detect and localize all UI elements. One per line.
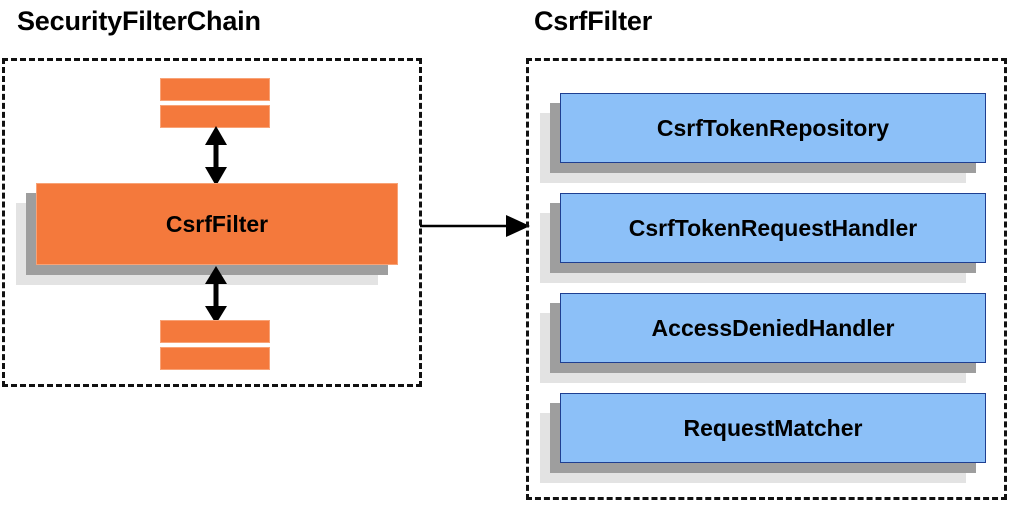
box-request-matcher-label: RequestMatcher [683,414,863,441]
bidirectional-arrow-up [205,126,227,186]
page-title-csrf-filter: CsrfFilter [534,6,653,36]
box-csrf-token-repository[interactable]: CsrfTokenRepository [560,93,986,163]
filter-stub-bottom-2 [160,347,270,370]
box-access-denied-handler-label: AccessDeniedHandler [651,314,895,341]
box-request-matcher[interactable]: RequestMatcher [560,393,986,463]
panel-security-filter-chain [2,58,422,387]
box-csrf-token-request-handler-label: CsrfTokenRequestHandler [628,214,918,241]
box-access-denied-handler[interactable]: AccessDeniedHandler [560,293,986,363]
page-title-security-filter-chain: SecurityFilterChain [17,6,261,36]
box-csrf-filter-label: CsrfFilter [165,210,269,237]
filter-stub-top-1 [160,78,270,101]
filter-stub-top-2 [160,105,270,128]
panel-csrf-filter [526,58,1007,500]
bidirectional-arrow-down [205,266,227,324]
box-csrf-token-request-handler[interactable]: CsrfTokenRequestHandler [560,193,986,263]
box-csrf-token-repository-label: CsrfTokenRepository [656,114,890,141]
expand-arrow [420,215,530,237]
filter-stub-bottom-1 [160,320,270,343]
box-csrf-filter[interactable]: CsrfFilter [36,183,398,265]
